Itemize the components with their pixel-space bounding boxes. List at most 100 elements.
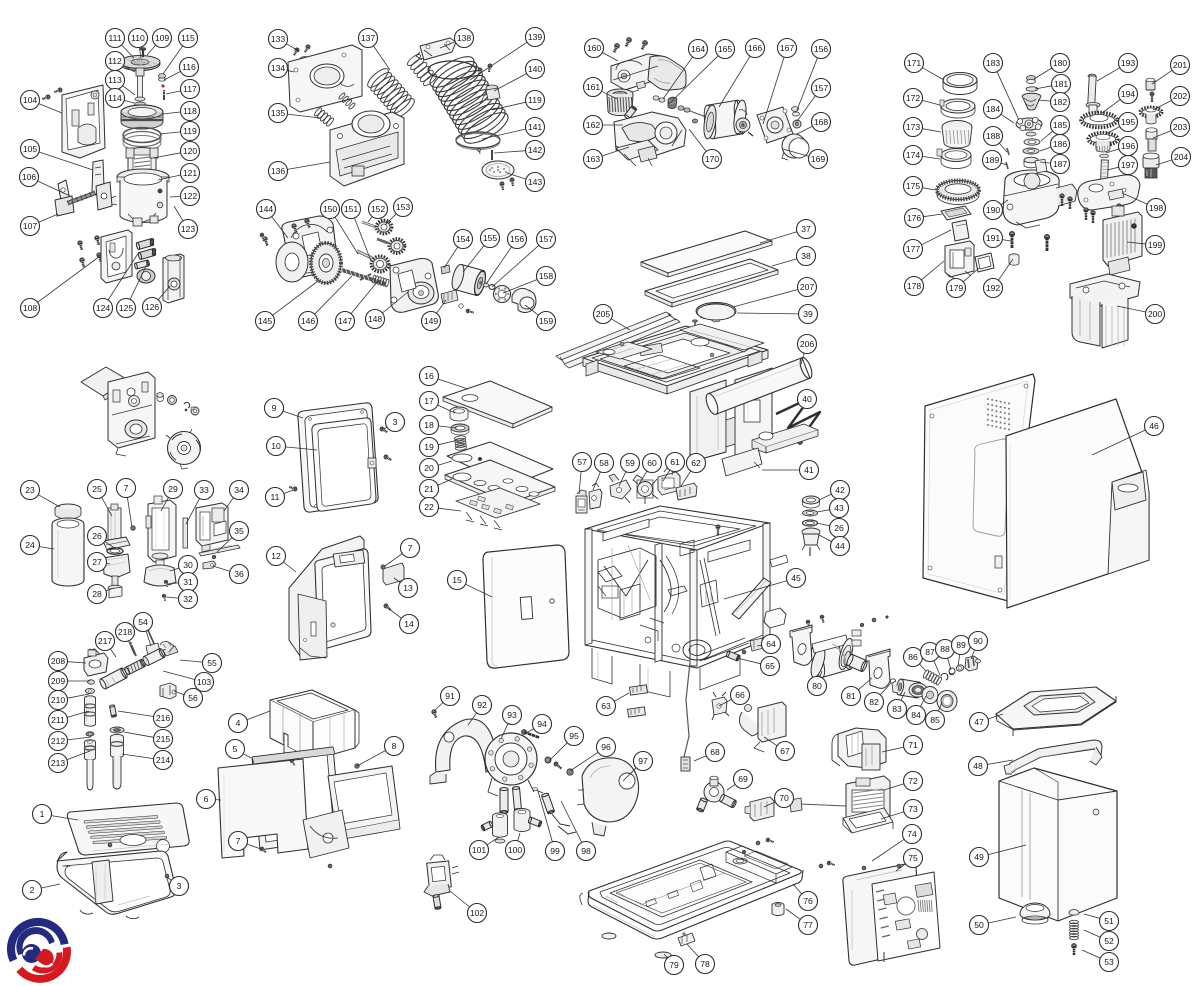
svg-text:139: 139 (528, 32, 543, 42)
svg-text:99: 99 (550, 846, 560, 856)
svg-text:26: 26 (92, 531, 102, 541)
svg-text:3: 3 (177, 881, 182, 891)
svg-text:189: 189 (985, 155, 1000, 165)
svg-text:188: 188 (986, 131, 1001, 141)
svg-text:170: 170 (705, 154, 720, 164)
svg-text:210: 210 (51, 695, 66, 705)
svg-text:190: 190 (986, 205, 1001, 215)
svg-text:1: 1 (40, 809, 45, 819)
svg-text:60: 60 (647, 458, 657, 468)
svg-text:213: 213 (51, 758, 66, 768)
svg-text:150: 150 (323, 204, 338, 214)
svg-text:62: 62 (691, 458, 701, 468)
svg-text:97: 97 (638, 756, 648, 766)
svg-text:96: 96 (601, 742, 611, 752)
svg-text:109: 109 (155, 33, 170, 43)
svg-text:110: 110 (131, 33, 145, 43)
svg-text:112: 112 (108, 56, 122, 66)
svg-text:137: 137 (361, 33, 376, 43)
svg-text:103: 103 (197, 677, 212, 687)
svg-text:195: 195 (1121, 117, 1136, 127)
svg-text:65: 65 (765, 661, 775, 671)
svg-text:67: 67 (780, 746, 790, 756)
svg-text:38: 38 (801, 251, 811, 261)
svg-text:216: 216 (156, 713, 171, 723)
svg-text:48: 48 (973, 761, 983, 771)
svg-text:198: 198 (1149, 203, 1164, 213)
svg-text:119: 119 (528, 95, 542, 105)
svg-text:209: 209 (51, 676, 66, 686)
svg-text:102: 102 (470, 908, 485, 918)
svg-text:71: 71 (908, 740, 918, 750)
svg-text:26: 26 (834, 523, 844, 533)
svg-text:42: 42 (835, 485, 845, 495)
svg-text:7: 7 (408, 543, 413, 553)
svg-text:138: 138 (457, 33, 472, 43)
svg-text:152: 152 (371, 204, 386, 214)
svg-text:56: 56 (188, 693, 198, 703)
svg-text:104: 104 (23, 95, 38, 105)
svg-text:90: 90 (973, 636, 983, 646)
svg-text:89: 89 (956, 640, 966, 650)
svg-text:126: 126 (145, 302, 160, 312)
svg-text:120: 120 (183, 146, 198, 156)
svg-text:171: 171 (907, 58, 922, 68)
svg-text:66: 66 (735, 690, 745, 700)
svg-text:78: 78 (700, 959, 710, 969)
svg-text:20: 20 (424, 463, 434, 473)
svg-text:30: 30 (183, 560, 193, 570)
svg-text:79: 79 (669, 960, 679, 970)
svg-text:37: 37 (801, 224, 811, 234)
svg-text:31: 31 (183, 577, 193, 587)
svg-text:13: 13 (403, 583, 413, 593)
svg-text:158: 158 (539, 271, 554, 281)
svg-text:57: 57 (577, 457, 587, 467)
svg-text:156: 156 (814, 44, 829, 54)
svg-text:135: 135 (271, 108, 286, 118)
svg-text:98: 98 (581, 846, 591, 856)
svg-text:183: 183 (986, 58, 1001, 68)
svg-text:155: 155 (483, 233, 498, 243)
svg-text:6: 6 (204, 794, 209, 804)
svg-text:187: 187 (1053, 159, 1068, 169)
svg-text:177: 177 (906, 244, 921, 254)
svg-text:63: 63 (601, 701, 611, 711)
svg-text:211: 211 (51, 715, 65, 725)
svg-text:10: 10 (271, 441, 281, 451)
svg-text:136: 136 (271, 166, 286, 176)
svg-text:124: 124 (96, 303, 111, 313)
svg-text:173: 173 (906, 122, 921, 132)
svg-text:141: 141 (528, 122, 543, 132)
svg-text:84: 84 (911, 710, 921, 720)
svg-text:182: 182 (1053, 97, 1068, 107)
svg-text:23: 23 (25, 485, 35, 495)
svg-text:46: 46 (1149, 421, 1159, 431)
svg-text:185: 185 (1053, 120, 1068, 130)
svg-text:28: 28 (92, 589, 102, 599)
svg-text:123: 123 (181, 224, 196, 234)
svg-text:192: 192 (986, 283, 1001, 293)
svg-text:186: 186 (1053, 139, 1068, 149)
svg-text:45: 45 (791, 573, 801, 583)
svg-text:24: 24 (25, 540, 35, 550)
svg-text:58: 58 (599, 458, 609, 468)
svg-text:161: 161 (586, 82, 601, 92)
svg-text:27: 27 (92, 557, 102, 567)
svg-text:43: 43 (834, 503, 844, 513)
svg-text:12: 12 (271, 551, 281, 561)
svg-text:85: 85 (930, 715, 940, 725)
svg-text:196: 196 (1121, 141, 1136, 151)
svg-text:107: 107 (23, 221, 38, 231)
svg-text:167: 167 (780, 43, 795, 53)
svg-text:148: 148 (368, 314, 383, 324)
svg-text:88: 88 (940, 644, 950, 654)
svg-text:160: 160 (587, 43, 602, 53)
svg-text:49: 49 (974, 852, 984, 862)
svg-text:207: 207 (800, 282, 815, 292)
svg-text:75: 75 (908, 853, 918, 863)
svg-text:200: 200 (1148, 309, 1163, 319)
svg-text:2: 2 (30, 885, 35, 895)
svg-text:191: 191 (986, 233, 1001, 243)
svg-text:164: 164 (691, 44, 706, 54)
svg-text:202: 202 (1173, 91, 1188, 101)
